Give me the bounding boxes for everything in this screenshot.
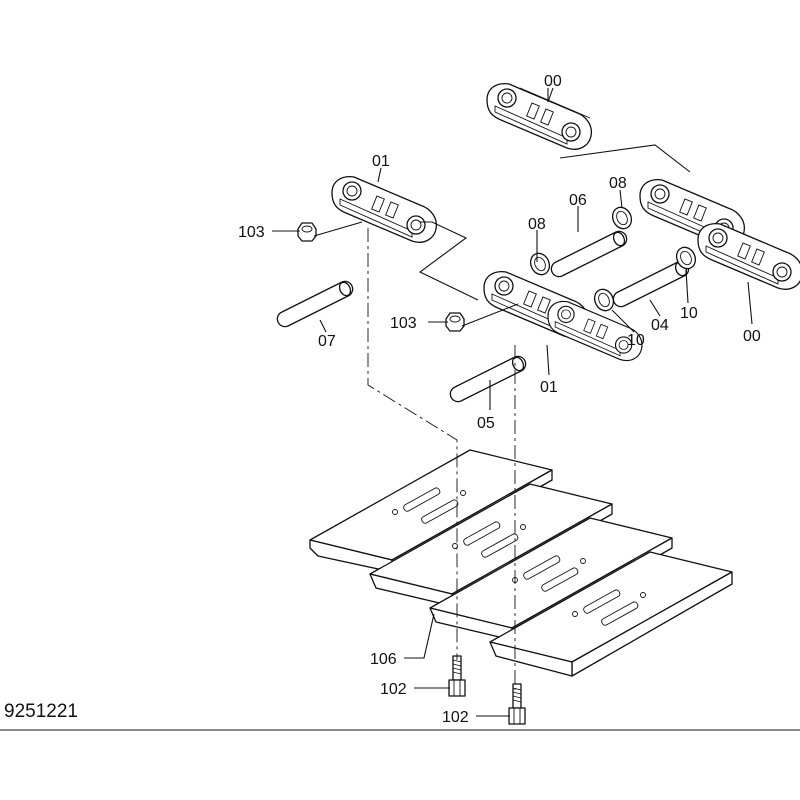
track-shoes (309, 449, 733, 677)
bolt-102-left (448, 655, 466, 697)
callout-08-left: 08 (528, 216, 546, 233)
callout-08-right: 08 (609, 175, 627, 192)
pin-07 (276, 279, 354, 328)
callout-00-right: 00 (743, 328, 761, 345)
seal-08-right (608, 203, 636, 233)
drawing-number: 9251221 (4, 701, 78, 722)
bushing-06 (550, 229, 628, 278)
bushing-04 (612, 259, 690, 308)
nut-103-mid (445, 312, 465, 332)
callout-102-right: 102 (442, 709, 469, 726)
callout-103-mid: 103 (390, 315, 417, 332)
pin-05 (449, 354, 527, 403)
track-link-top-right (486, 82, 593, 150)
seal-10-left (590, 285, 618, 315)
callout-106: 106 (370, 651, 397, 668)
callout-06: 06 (569, 192, 587, 209)
center-lines (367, 228, 516, 690)
callout-labels: 00 01 103 07 08 06 08 103 01 05 10 04 10… (238, 73, 761, 726)
callout-05: 05 (477, 415, 495, 432)
callout-00-top: 00 (544, 73, 562, 90)
track-link-left (331, 175, 438, 243)
leader-lines (272, 87, 753, 717)
callout-01-mid: 01 (540, 379, 558, 396)
callout-04: 04 (651, 317, 669, 334)
nut-103-left (297, 222, 317, 242)
bracket-line-left (418, 221, 479, 301)
callout-10-left: 10 (627, 332, 645, 349)
callout-07: 07 (318, 333, 336, 350)
callout-102-left: 102 (380, 681, 407, 698)
callout-103-left: 103 (238, 224, 265, 241)
callout-01-left: 01 (372, 153, 390, 170)
seal-08-left (526, 249, 554, 279)
callout-10-right: 10 (680, 305, 698, 322)
bolt-102-right (508, 683, 526, 725)
